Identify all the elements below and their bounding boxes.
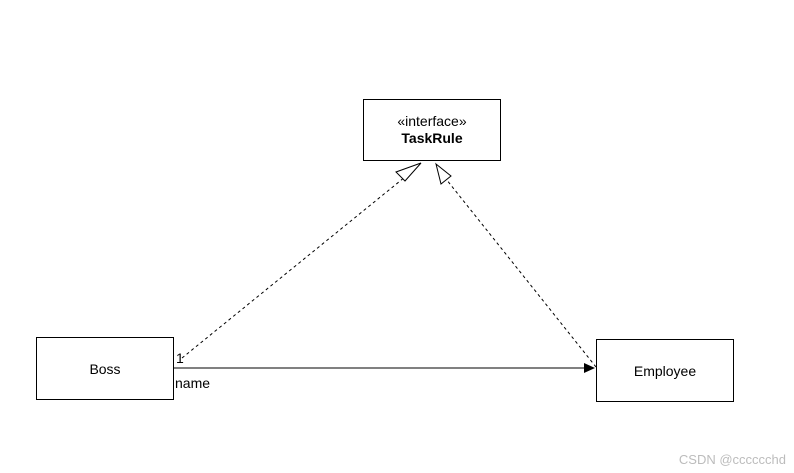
interface-stereotype: «interface» (397, 113, 467, 129)
taskrule-interface-box[interactable]: «interface» TaskRule (363, 99, 501, 161)
employee-realization-arrowhead (435, 162, 452, 185)
employee-realization-line (445, 178, 597, 368)
boss-class-box[interactable]: Boss (36, 337, 174, 400)
association-role-label: name (175, 375, 211, 391)
interface-name: TaskRule (401, 130, 463, 146)
boss-realization-line (181, 176, 406, 359)
boss-realization-arrowhead (395, 162, 422, 182)
association-multiplicity-label: 1 (176, 350, 184, 366)
watermark: CSDN @cccccchd (678, 452, 786, 467)
employee-class-box[interactable]: Employee (596, 339, 734, 402)
association-arrowhead (584, 363, 595, 373)
boss-class-name: Boss (89, 360, 121, 377)
employee-class-name: Employee (633, 362, 697, 379)
